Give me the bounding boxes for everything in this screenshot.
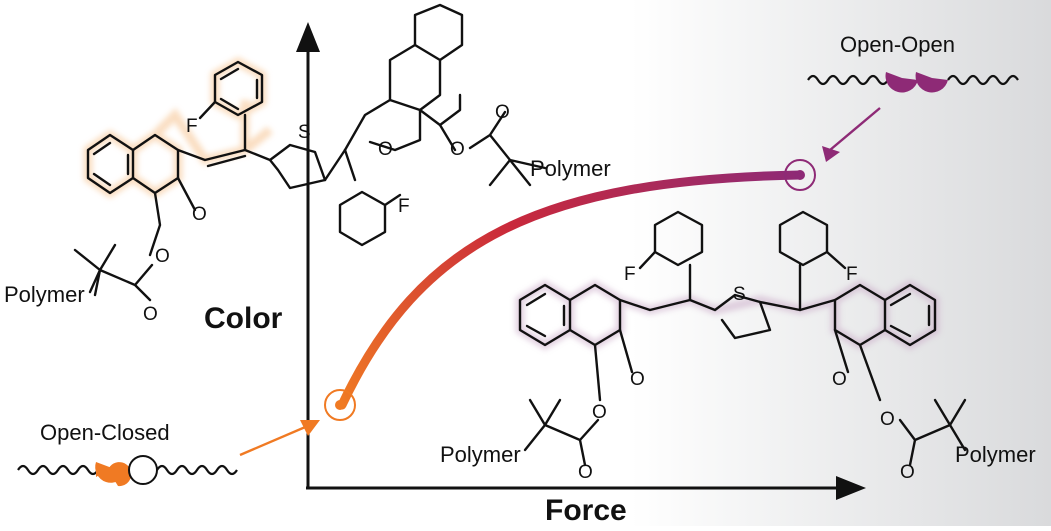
open-closed-arrowhead	[300, 420, 320, 436]
molecule-open-closed: O O O Polymer F S O O O Polymer F	[4, 3, 611, 325]
atom-f-4: F	[846, 264, 858, 285]
polymer-chain-left	[17, 464, 99, 476]
polymer-label-1: Polymer	[4, 282, 85, 307]
polymer-label-4: Polymer	[955, 442, 1036, 467]
open-open-arrow	[829, 107, 881, 151]
open-closed-state: Open-Closed	[17, 420, 320, 487]
atom-o-keto-4: O	[832, 369, 847, 390]
atom-o-ester-3: O	[592, 402, 607, 423]
color-force-curve	[337, 170, 805, 410]
x-axis-title: Force	[545, 494, 627, 526]
open-unit-shape	[95, 462, 126, 483]
atom-o-ester-2: O	[450, 139, 465, 160]
open-unit-icon-2	[915, 72, 948, 93]
polymer-chain-right	[156, 464, 238, 476]
atom-s-1: S	[298, 122, 311, 143]
open-open-label: Open-Open	[840, 32, 955, 57]
atom-o-pyran: O	[378, 139, 393, 160]
atom-o-carbonyl-4: O	[900, 462, 915, 483]
polymer-chain-right-2	[947, 74, 1019, 86]
end-point	[795, 170, 805, 180]
open-closed-label: Open-Closed	[40, 420, 170, 445]
polymer-label-2: Polymer	[530, 156, 611, 181]
atom-f-2: F	[398, 196, 410, 217]
atom-f-3: F	[624, 264, 636, 285]
atom-s-2: S	[733, 284, 746, 305]
start-point	[335, 400, 345, 410]
end-point-ring	[784, 159, 816, 191]
axes	[296, 22, 866, 500]
open-closed-arrow	[239, 423, 311, 457]
x-axis-arrow	[836, 476, 866, 500]
atom-o-ester: O	[155, 246, 170, 267]
atom-o-keto: O	[192, 204, 207, 225]
molecule-open-open: O O O Polymer F S F O O O Polymer	[440, 210, 1036, 483]
open-unit-icon-1	[885, 72, 918, 93]
y-axis-arrow	[296, 22, 320, 52]
y-axis-title: Color	[204, 302, 283, 335]
atom-o-ester-4: O	[880, 409, 895, 430]
atom-o-carbonyl-2: O	[495, 102, 510, 123]
atom-o-keto-3: O	[630, 369, 645, 390]
atom-f-1: F	[186, 116, 198, 137]
atom-o-carbonyl: O	[143, 304, 158, 325]
closed-unit-icon	[128, 455, 158, 485]
atom-o-carbonyl-3: O	[578, 462, 593, 483]
start-point-ring	[324, 389, 356, 421]
polymer-label-3: Polymer	[440, 442, 521, 467]
polymer-chain-left-2	[807, 74, 889, 86]
open-open-arrowhead	[822, 146, 840, 162]
open-open-state: Open-Open	[807, 32, 1019, 162]
